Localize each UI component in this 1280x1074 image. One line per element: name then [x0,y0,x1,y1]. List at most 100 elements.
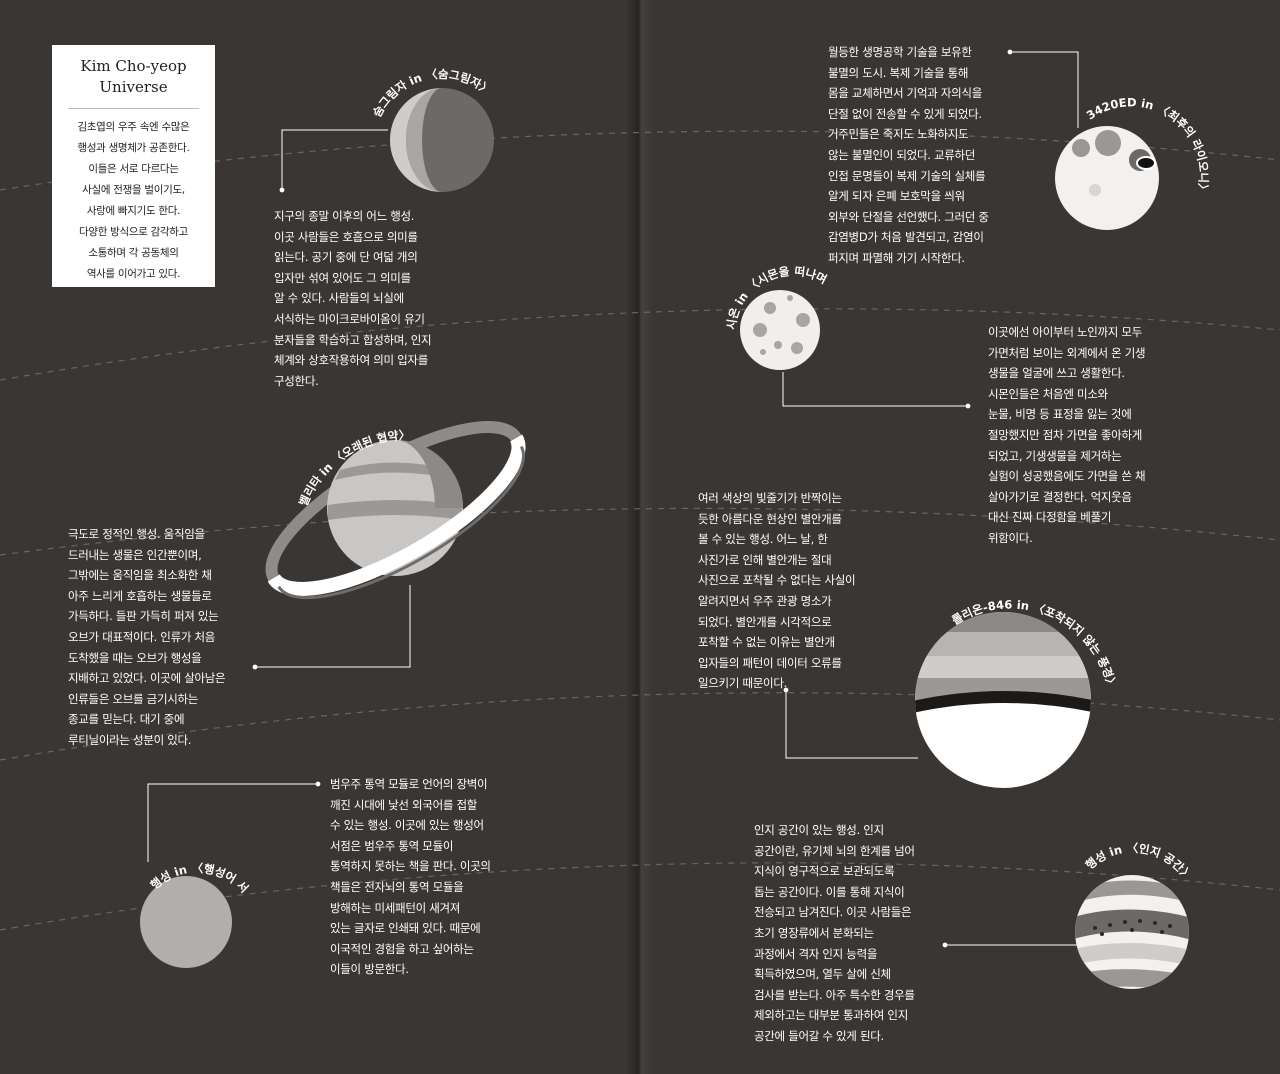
desc-line: 구성한다. [274,373,319,388]
desc-line: 오브가 대표적이다. 인류가 처음 [68,629,216,644]
desc-line: 수 있는 행성. 이곳에 있는 행성어 [330,818,484,833]
desc-line: 통역하지 못하는 책을 판다. 이곳의 [330,859,491,874]
desc-line: 않는 불멸인이 되었다. 교류하던 [828,147,976,162]
desc-line: 검사를 받는다. 아주 특수한 경우를 [754,987,915,1002]
intro-line: 소통하며 각 공동체의 [88,247,179,259]
desc-ed3420: 월등한 생명공학 기술을 보유한 불멸의 도시. 복제 기술을 통해 몸을 교체… [828,42,989,269]
orbit-line-5 [0,862,1280,931]
intro-line: 사실에 전쟁을 벌이기도, [82,184,185,196]
orbit-line-3 [0,507,1280,556]
intro-line: 행성과 생명체가 공존한다. [77,142,190,154]
planet-bookstore [140,876,232,968]
desc-line: 절망했지만 점차 가면을 좋아하게 [988,427,1142,442]
desc-line: 범우주 통역 모듈로 언어의 장벽이 [330,777,488,791]
desc-line: 공간에 들어갈 수 있게 된다. [754,1028,884,1043]
desc-bookstore: 범우주 통역 모듈로 언어의 장벽이 깨진 시대에 낯선 외국어를 접할 수 있… [330,774,491,980]
desc-line: 이곳에선 아이부터 노인까지 모두 [988,325,1142,339]
desc-line: 공간이란, 유기체 뇌의 한계를 넘어 [754,843,915,858]
desc-line: 입자들의 패턴이 데이터 오류를 [698,655,842,670]
desc-line: 되었다. 별안개를 시각적으로 [698,614,832,629]
desc-line: 도착했을 때는 오브가 행성을 [68,650,202,665]
intro-line: 김초엽의 우주 속엔 수많은 [77,121,190,133]
desc-line: 포착할 수 없는 이유는 별안개 [698,635,835,650]
desc-line: 지구의 종말 이후의 어느 행성. [274,209,415,223]
desc-line: 사진가로 인해 별안개는 절대 [698,552,832,567]
desc-line: 여러 색상의 빛줄기가 반짝이는 [698,491,842,505]
title-sub: Universe [99,78,168,96]
planet-sion [740,290,820,370]
desc-line: 알 수 있다. 사람들의 뇌실에 [274,291,404,306]
desc-line: 거주민들은 죽지도 노화하지도 [828,127,969,142]
desc-rollion: 여러 색상의 빛줄기가 반짝이는 듯한 아름다운 현상인 별안개를 볼 수 있는… [698,488,856,694]
desc-line: 지식이 영구적으로 보관되도록 [754,864,895,879]
desc-sumgrimja: 지구의 종말 이후의 어느 행성. 이곳 사람들은 호흡으로 의미를 읽는다. … [274,206,432,391]
desc-line: 단절 없이 전송할 수 있게 되었다. [828,106,982,121]
planet-cognition [1075,875,1189,989]
desc-line: 되었고, 기생생물을 제거하는 [988,448,1122,463]
desc-line: 읽는다. 공기 중에 단 여덟 개의 [274,250,418,265]
desc-line: 생물을 얼굴에 쓰고 생활한다. [988,366,1125,381]
desc-verita: 극도로 정적인 행성. 움직임을 드러내는 생물은 인간뿐이며, 그밖에는 움직… [68,524,226,751]
desc-line: 살아가기로 결정한다. 억지웃음 [988,489,1132,504]
desc-line: 월등한 생명공학 기술을 보유한 [828,45,972,59]
leader-sumgrimja [281,129,388,190]
desc-line: 실험이 성공했음에도 가면을 쓴 채 [988,469,1146,484]
leader-rollion [785,690,918,759]
desc-line: 시몬인들은 처음엔 미소와 [988,386,1108,401]
intro-text: 김초엽의 우주 속엔 수많은 행성과 생명체가 공존한다. 이들은 서로 다르다… [52,117,215,285]
desc-line: 입자만 섞여 있어도 그 의미를 [274,270,411,285]
desc-line: 과정에서 격자 인지 능력을 [754,946,878,961]
intro-line: 이들은 서로 다르다는 [88,163,179,175]
desc-line: 일으키기 때문이다. [698,676,787,691]
desc-cognition: 인지 공간이 있는 행성. 인지 공간이란, 유기체 뇌의 한계를 넘어 지식이… [754,820,915,1047]
desc-line: 획득하였으며, 열두 살에 신체 [754,967,891,982]
desc-line: 알려지면서 우주 관광 명소가 [698,593,832,608]
desc-line: 돕는 공간이다. 이를 통해 지식이 [754,884,905,899]
desc-line: 전승되고 남겨진다. 이곳 사람들은 [754,905,912,920]
intro-line: 다양한 방식으로 감각하고 [78,226,189,238]
desc-line: 듯한 아름다운 현상인 별안개를 [698,511,842,526]
desc-line: 대신 진짜 다정함을 베풀기 [988,510,1112,525]
planet-ed3420 [1055,126,1159,230]
orbit-line-2 [0,308,1280,381]
desc-line: 깨진 시대에 낯선 외국어를 접할 [330,797,478,812]
desc-line: 루티닐이라는 성분이 있다. [68,732,192,747]
desc-line: 그밖에는 움직임을 최소화한 채 [68,568,212,583]
leader-bookstore [147,783,318,862]
desc-line: 이곳 사람들은 호흡으로 의미를 [274,229,418,244]
leader-sion [782,372,968,407]
desc-line: 서식하는 마이크로바이옴이 유기 [274,311,425,326]
intro-line: 사랑에 빠지기도 한다. [86,205,181,217]
desc-line: 인접 문명들이 복제 기술의 실체를 [828,168,986,183]
planet-verita [265,421,526,600]
leader-lines [147,51,1079,946]
title-box: Kim Cho-yeop Universe 김초엽의 우주 속엔 수많은 행성과… [52,45,215,287]
desc-line: 서점은 범우주 통역 모듈이 [330,838,454,853]
desc-line: 이들이 방문한다. [330,962,409,977]
desc-line: 외부와 단절을 선언했다. 그러던 중 [828,209,989,224]
intro-line: 역사를 이어가고 있다. [86,268,181,280]
desc-line: 불멸의 도시. 복제 기술을 통해 [828,65,969,80]
desc-line: 아주 느리게 호흡하는 생물들로 [68,588,212,603]
desc-line: 인지 공간이 있는 행성. 인지 [754,823,884,837]
desc-line: 있는 글자로 인쇄돼 있다. 때문에 [330,921,481,936]
desc-sion: 이곳에선 아이부터 노인까지 모두 가면처럼 보이는 외계에서 온 기생 생물을… [988,322,1146,549]
title-divider [68,108,199,109]
page-gutter [626,0,654,1074]
desc-line: 가득하다. 들판 가득히 퍼져 있는 [68,609,219,624]
desc-line: 종교를 믿는다. 대기 중에 [68,712,185,727]
desc-line: 지배하고 있었다. 이곳에 살아남은 [68,671,226,686]
title-name: Kim Cho-yeop [80,57,187,75]
desc-line: 인류들은 오브를 금기시하는 [68,691,199,706]
desc-line: 퍼지며 파멸해 가기 시작한다. [828,250,965,265]
leader-dots [252,49,1013,948]
desc-line: 이국적인 경험을 하고 싶어하는 [330,941,474,956]
desc-line: 드러내는 생물은 인간뿐이며, [68,547,202,562]
desc-line: 책들은 전자뇌의 통역 모듈을 [330,879,464,894]
desc-line: 가면처럼 보이는 외계에서 온 기생 [988,345,1146,360]
desc-line: 체계와 상호작용하여 의미 입자를 [274,353,428,368]
desc-line: 위함이다. [988,530,1033,545]
leader-ed3420 [1010,51,1079,128]
desc-line: 제외하고는 대부분 통과하여 인지 [754,1008,908,1023]
